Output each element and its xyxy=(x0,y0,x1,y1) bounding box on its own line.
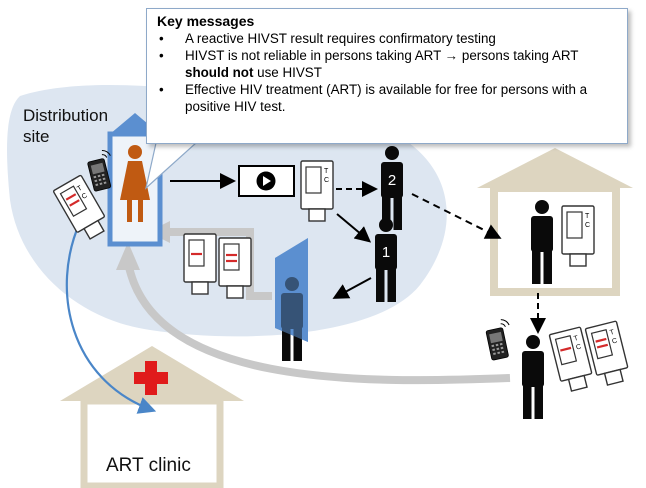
person-2-number: 2 xyxy=(388,172,396,189)
bullet: • xyxy=(159,82,164,97)
test-c-mark: C xyxy=(611,337,618,345)
key-message-item: • A reactive HIVST result requires confir… xyxy=(157,30,619,47)
test-kit-bottom-a-icon: T C xyxy=(548,326,596,394)
phone-bottom-icon xyxy=(483,317,517,361)
test-c-mark: C xyxy=(81,192,89,201)
test-c-mark: C xyxy=(324,177,329,184)
art-clinic-house xyxy=(60,346,244,488)
test-kit-bottom-b-icon: T C xyxy=(584,320,632,388)
key-message-text: Effective HIV treatment (ART) is availab… xyxy=(185,82,588,114)
instruction-video-icon xyxy=(238,165,295,197)
bullet: • xyxy=(159,31,164,46)
key-messages-box: Key messages • A reactive HIVST result re… xyxy=(146,8,628,144)
distribution-site-label-line1: Distribution xyxy=(23,106,109,125)
key-message-emphasis: should not xyxy=(185,65,254,80)
testing-booth xyxy=(275,238,308,361)
key-message-text-tail: use HIVST xyxy=(253,65,322,80)
test-c-mark: C xyxy=(575,343,582,351)
key-messages-title: Key messages xyxy=(157,13,255,29)
arrow-to-testing-booth xyxy=(332,277,372,299)
test-c-mark: C xyxy=(585,222,590,229)
dashed-arrow-to-home xyxy=(411,193,502,239)
test-kit-reactive-icon xyxy=(218,237,252,299)
key-message-text: HIVST is not reliable in persons taking … xyxy=(185,48,579,63)
test-t-mark: T xyxy=(573,335,580,343)
distribution-site-label: Distribution site xyxy=(23,105,108,147)
person-1-number: 1 xyxy=(382,244,390,261)
red-cross-icon xyxy=(134,361,168,395)
arrow-to-person-1 xyxy=(336,213,372,243)
person-2-icon: 2 xyxy=(381,146,403,230)
bullet: • xyxy=(159,48,164,63)
test-kit-negative-icon xyxy=(183,233,217,295)
person-1-icon: 1 xyxy=(375,218,397,302)
test-kit-unused-icon: T C xyxy=(300,160,334,222)
test-t-mark: T xyxy=(585,213,590,220)
key-message-text: A reactive HIVST result requires confirm… xyxy=(185,31,496,46)
gray-return-arrow-home xyxy=(124,261,511,385)
art-clinic-label: ART clinic xyxy=(106,455,191,476)
person-bottom-icon xyxy=(522,335,544,419)
test-t-mark: T xyxy=(609,329,616,337)
test-t-mark: T xyxy=(324,168,329,175)
home-house xyxy=(477,148,633,296)
distributor-woman-icon xyxy=(120,145,150,222)
key-message-item: • HIVST is not reliable in persons taking… xyxy=(157,47,619,81)
key-messages-list: • A reactive HIVST result requires confir… xyxy=(157,30,619,115)
distribution-site-label-line2: site xyxy=(23,127,50,146)
test-kit-reactive-icon: T C xyxy=(52,174,112,244)
test-kit-home-icon: T C xyxy=(561,205,595,267)
key-message-item: • Effective HIV treatment (ART) is availa… xyxy=(157,81,619,115)
blue-arrow-to-clinic xyxy=(65,221,157,414)
test-t-mark: T xyxy=(76,184,84,193)
